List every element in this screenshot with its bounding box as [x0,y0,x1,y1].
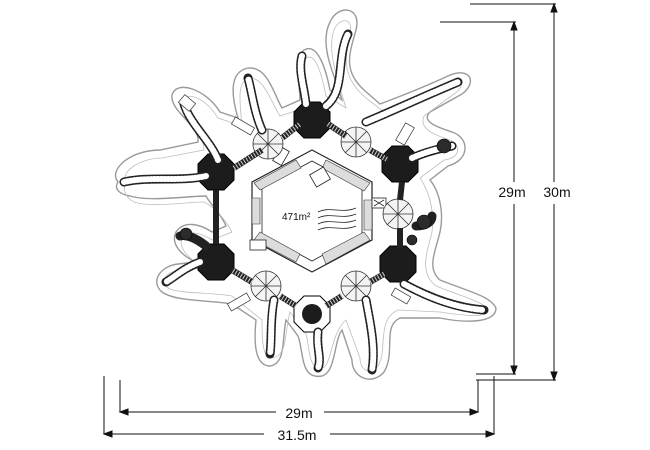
area-label: 471m² [282,212,311,223]
umbrella-roofs [250,126,414,302]
walk-panel-ne [321,159,371,192]
inner-ladders [249,146,331,251]
inner-width-label: 29m [285,405,312,421]
central-deck-outline [251,149,373,273]
access-ramps [177,94,415,312]
walk-panel-e [363,199,373,231]
bridge-slats [230,121,390,309]
tower-north-east [381,145,419,183]
slides [119,29,489,375]
walkway-panels [251,159,373,265]
safety-zone-outline [115,9,497,380]
slide-end-caps [179,138,452,246]
walk-panel-sw [253,231,301,263]
outer-width-label: 31.5m [278,427,317,443]
walk-panel-se [321,231,371,265]
central-climbing-wall [317,197,387,231]
dimension-lines [102,2,558,438]
outer-height-label: 30m [543,184,570,200]
inner-height-label: 29m [498,184,525,200]
tower-north-west [197,153,235,191]
walk-panel-nw [253,159,302,191]
walk-panel-w [251,197,261,225]
dark-towers [197,101,419,333]
